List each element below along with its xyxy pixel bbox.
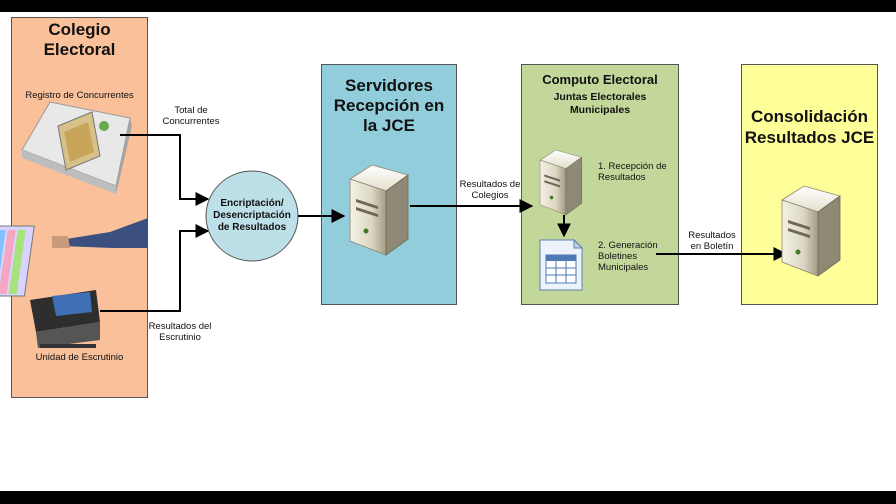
step-generacion-label: 2. Generación Boletines Municipales: [598, 240, 658, 273]
tablet-device-icon: [21, 101, 132, 194]
scanner-device-icon: [0, 218, 148, 348]
server-icon: [539, 149, 583, 216]
spreadsheet-document-icon: [539, 238, 584, 291]
computo-electoral-subtitle: Juntas Electorales Municipales: [553, 91, 647, 116]
servidores-title: Servidores Recepción en la JCE: [333, 76, 445, 135]
computo-electoral-title: Computo Electoral: [542, 72, 658, 87]
server-icon: [349, 164, 409, 256]
encriptacion-label: Encriptación/ Desencriptación de Resulta…: [213, 198, 291, 233]
step-recepcion-label: 1. Recepción de Resultados: [598, 161, 667, 183]
unidad-escrutinio-label: Unidad de Escrutinio: [35, 352, 124, 363]
registro-concurrentes-label: Registro de Concurrentes: [25, 90, 134, 101]
flow-resultados-escrutinio: [100, 224, 210, 312]
total-concurrentes-label: Total de Concurrentes: [162, 105, 220, 127]
resultados-colegios-label: Resultados de Colegios: [459, 179, 521, 201]
server-icon: [781, 185, 841, 277]
resultados-escrutinio-label: Resultados del Escrutinio: [148, 321, 212, 343]
colegio-electoral-title: Colegio Electoral: [43, 20, 116, 59]
flow-total-concurrentes: [120, 134, 210, 206]
consolidacion-title: Consolidación Resultados JCE: [744, 107, 875, 147]
resultados-boletin-label: Resultados en Boletín: [688, 230, 736, 252]
